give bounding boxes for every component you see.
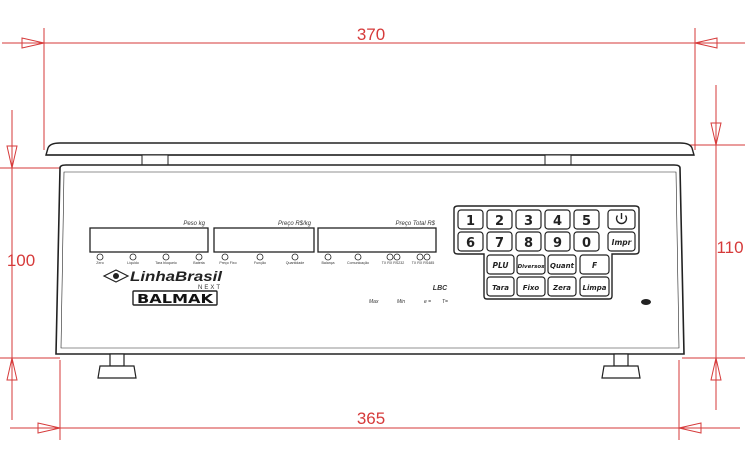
spec-min: Min bbox=[397, 299, 405, 305]
display-total-price-title: Preço Total R$ bbox=[396, 221, 436, 227]
foot-right bbox=[601, 353, 641, 379]
dimension-top-width: 370 bbox=[357, 25, 385, 44]
key-label: 8 bbox=[524, 236, 533, 251]
display-unit-price: Preço R$/kg bbox=[213, 221, 315, 253]
linha-brasil-name: LinhaBrasil bbox=[130, 268, 223, 284]
linha-brasil-logo: LinhaBrasil NEXT bbox=[102, 268, 223, 291]
keypad: 1 2 3 4 5 6 7 8 9 0 Impr PLU Diversos Qu… bbox=[457, 209, 636, 297]
balmak-name: BALMAK bbox=[137, 292, 214, 306]
key-7[interactable]: 7 bbox=[486, 231, 513, 252]
spec-t: T= bbox=[442, 299, 448, 305]
led-label: Tara bloqueio bbox=[155, 261, 177, 265]
display-unit-price-window bbox=[213, 227, 315, 253]
key-2[interactable]: 2 bbox=[486, 209, 513, 230]
key-impr[interactable]: Impr bbox=[607, 231, 636, 252]
key-label: Tara bbox=[492, 284, 509, 292]
display-total-price: Preço Total R$ bbox=[317, 221, 437, 253]
led-label: Quantidade bbox=[286, 261, 305, 265]
key-0[interactable]: 0 bbox=[573, 231, 600, 252]
power-icon bbox=[615, 213, 628, 225]
key-label: Diversos bbox=[518, 264, 546, 270]
led-label: TX RX RS485 bbox=[412, 261, 435, 265]
key-label: 4 bbox=[553, 214, 562, 229]
key-3[interactable]: 3 bbox=[515, 209, 542, 230]
key-4[interactable]: 4 bbox=[544, 209, 571, 230]
linha-brasil-sub: NEXT bbox=[198, 285, 222, 291]
key-label: Quant bbox=[550, 262, 575, 270]
key-1[interactable]: 1 bbox=[457, 209, 484, 230]
key-label: 2 bbox=[495, 214, 504, 229]
key-label: Limpa bbox=[583, 284, 607, 292]
weighing-platter bbox=[45, 142, 695, 166]
foot-left bbox=[97, 353, 137, 379]
key-label: 6 bbox=[466, 236, 475, 251]
key-fixo[interactable]: Fixo bbox=[516, 276, 546, 297]
key-label: 1 bbox=[466, 214, 475, 229]
dimension-right-height: 110 bbox=[716, 238, 743, 257]
led-indicators bbox=[96, 253, 431, 261]
key-9[interactable]: 9 bbox=[544, 231, 571, 252]
led-labels: Zero Líquido Tara bloqueio Bateria Preço… bbox=[96, 261, 434, 265]
display-unit-price-title: Preço R$/kg bbox=[278, 221, 312, 227]
spec-max: Max bbox=[369, 299, 379, 305]
inmetro-badge-icon bbox=[641, 299, 651, 305]
key-label: Fixo bbox=[523, 284, 540, 292]
key-8[interactable]: 8 bbox=[515, 231, 542, 252]
dimension-bottom-width: 365 bbox=[357, 409, 385, 428]
key-label: PLU bbox=[493, 261, 509, 270]
key-f[interactable]: F bbox=[579, 254, 610, 275]
spec-e: e = bbox=[424, 299, 431, 305]
key-label: 0 bbox=[582, 236, 591, 251]
led-label: Balança bbox=[322, 261, 335, 265]
key-plu[interactable]: PLU bbox=[486, 254, 515, 275]
balmak-logo: BALMAK bbox=[132, 290, 218, 306]
led-label: Preço Fixo bbox=[219, 261, 236, 265]
key-label: 5 bbox=[582, 214, 591, 229]
model-label: LBC bbox=[433, 285, 448, 292]
key-label: Zera bbox=[552, 284, 571, 292]
led-label: Bateria bbox=[193, 261, 204, 265]
display-weight-window bbox=[89, 227, 209, 253]
key-diversos[interactable]: Diversos bbox=[516, 254, 546, 275]
dimension-left-height: 100 bbox=[7, 251, 35, 270]
led-label: Função bbox=[254, 261, 266, 265]
key-label: F bbox=[592, 261, 598, 270]
key-power[interactable] bbox=[607, 209, 636, 230]
led-label: TX RX RS232 bbox=[382, 261, 405, 265]
key-zera[interactable]: Zera bbox=[547, 276, 577, 297]
key-label: 9 bbox=[553, 236, 562, 251]
key-tara[interactable]: Tara bbox=[486, 276, 515, 297]
dimension-lines bbox=[0, 28, 745, 440]
display-weight: Peso kg bbox=[89, 221, 209, 253]
key-6[interactable]: 6 bbox=[457, 231, 484, 252]
key-limpa[interactable]: Limpa bbox=[579, 276, 610, 297]
key-label: Impr bbox=[612, 238, 633, 247]
key-5[interactable]: 5 bbox=[573, 209, 600, 230]
display-total-price-window bbox=[317, 227, 437, 253]
spec-labels: Max Min e = T= bbox=[369, 299, 448, 305]
led-label: Zero bbox=[96, 261, 103, 265]
key-label: 7 bbox=[495, 236, 504, 251]
key-quant[interactable]: Quant bbox=[547, 254, 577, 275]
key-label: 3 bbox=[524, 214, 533, 229]
led-label: Líquido bbox=[127, 261, 139, 265]
display-weight-title: Peso kg bbox=[183, 221, 205, 227]
led-label: Comunicação bbox=[347, 261, 369, 265]
